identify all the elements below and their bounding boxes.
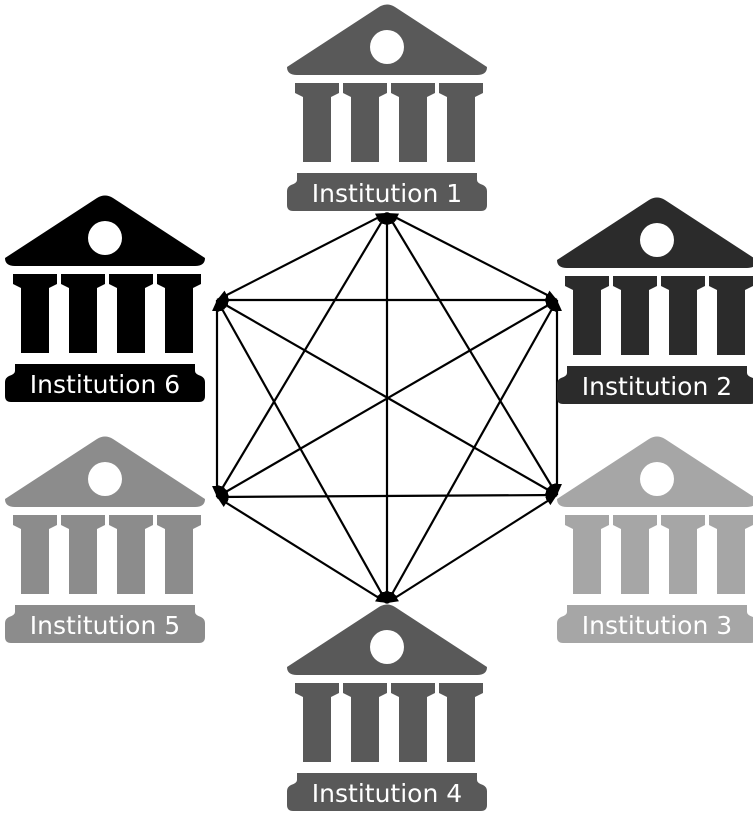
connection-edges — [212, 212, 562, 604]
connection-edge — [216, 212, 388, 498]
institution-node-4: Institution 4 — [287, 604, 487, 811]
institution-label: Institution 2 — [582, 372, 732, 401]
institution-label: Institution 5 — [30, 611, 180, 640]
bank-building-icon — [287, 4, 487, 162]
connection-edge — [216, 212, 388, 301]
arrowhead — [377, 590, 387, 603]
arrowhead — [387, 592, 399, 603]
institution-node-6: Institution 6 — [5, 195, 205, 402]
institution-label-plate — [5, 605, 205, 643]
connection-edge — [216, 299, 388, 604]
institution-label-plate — [5, 364, 205, 402]
connection-edge — [386, 212, 558, 301]
connection-edge — [216, 493, 558, 499]
institution-nodes: Institution 1 Institution 2 Institution 3 I… — [5, 4, 753, 811]
institution-label: Institution 4 — [312, 779, 462, 808]
arrowhead — [552, 484, 562, 495]
arrowhead — [212, 300, 222, 311]
connection-edge — [216, 299, 558, 496]
arrowhead — [546, 295, 557, 305]
bank-building-icon — [557, 197, 753, 355]
institution-label: Institution 6 — [30, 370, 180, 399]
institution-node-5: Institution 5 — [5, 436, 205, 643]
bank-building-icon — [287, 604, 487, 762]
institution-label-plate — [287, 173, 487, 211]
institution-label-plate — [287, 773, 487, 811]
institution-node-2: Institution 2 — [557, 197, 753, 404]
bank-building-icon — [557, 436, 753, 594]
connection-edge — [216, 496, 388, 604]
bank-building-icon — [5, 195, 205, 353]
arrowhead — [544, 485, 557, 495]
institution-label: Institution 3 — [582, 611, 732, 640]
connection-edge — [386, 299, 558, 604]
arrowhead — [374, 213, 387, 223]
institution-label-plate — [557, 605, 753, 643]
connection-edge — [386, 494, 558, 604]
connection-edge — [386, 212, 558, 496]
bank-building-icon — [5, 436, 205, 594]
institution-node-3: Institution 3 — [557, 436, 753, 643]
arrowhead — [212, 486, 222, 497]
institution-node-1: Institution 1 — [287, 4, 487, 211]
arrowhead — [217, 497, 229, 508]
institution-label: Institution 1 — [312, 179, 462, 208]
institution-label-plate — [557, 366, 753, 404]
